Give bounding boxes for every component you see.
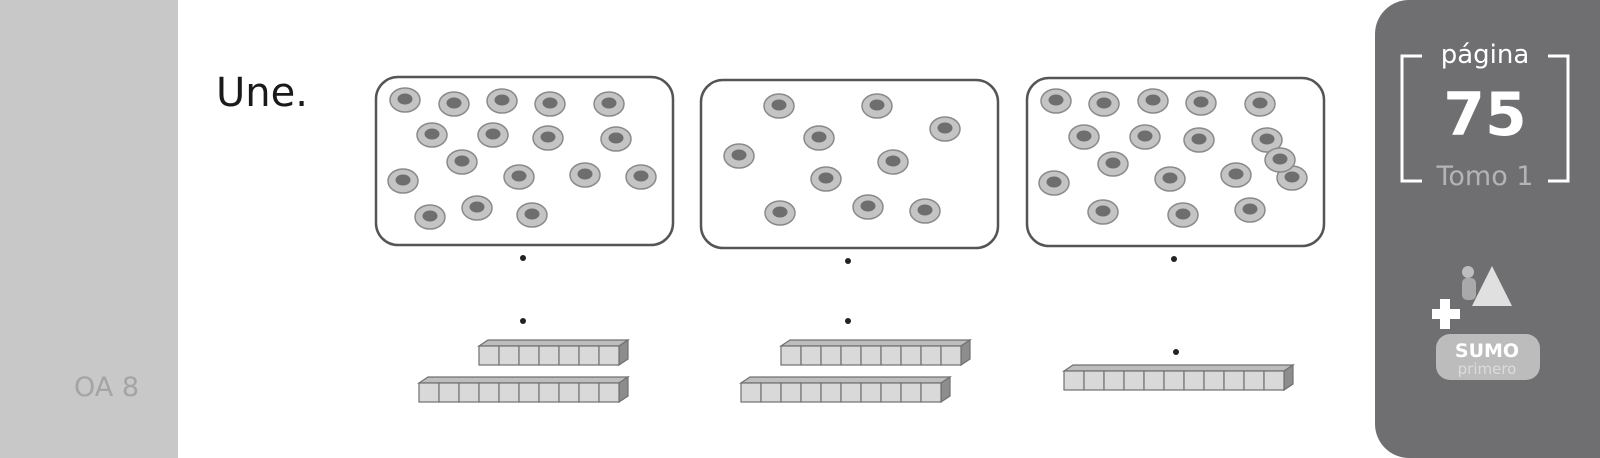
counter-disc-icon	[1088, 91, 1120, 117]
counter-disc-icon	[1183, 127, 1215, 153]
ten-rod-icon	[779, 338, 972, 367]
counter-disc-icon	[486, 88, 518, 114]
match-dot	[520, 255, 526, 261]
counter-disc-icon	[503, 164, 535, 190]
counter-disc-icon	[1097, 151, 1129, 177]
counter-disc-icon	[1167, 202, 1199, 228]
sumo-primero-logo: SUMO primero	[1432, 262, 1542, 390]
match-dot	[845, 258, 851, 264]
counter-disc-icon	[1040, 88, 1072, 114]
counter-disc-icon	[625, 164, 657, 190]
counter-disc-icon	[861, 93, 893, 119]
match-dot	[520, 318, 526, 324]
match-dot	[1173, 349, 1179, 355]
counter-group-box	[374, 75, 675, 247]
counter-disc-icon	[852, 194, 884, 220]
logo-text-sumo: SUMO	[1454, 340, 1520, 362]
counter-disc-icon	[600, 126, 632, 152]
ten-rod-icon	[739, 375, 952, 404]
counter-disc-icon	[723, 143, 755, 169]
counter-disc-icon	[593, 91, 625, 117]
counter-disc-icon	[1154, 166, 1186, 192]
counter-disc-icon	[1068, 124, 1100, 150]
counter-disc-icon	[764, 200, 796, 226]
objective-code: OA 8	[74, 372, 140, 403]
match-dot	[1171, 256, 1177, 262]
counter-disc-icon	[810, 166, 842, 192]
counter-disc-icon	[1087, 199, 1119, 225]
counter-disc-icon	[477, 122, 509, 148]
counter-disc-icon	[569, 162, 601, 188]
counter-disc-icon	[532, 125, 564, 151]
right-panel	[1375, 0, 1600, 458]
counter-disc-icon	[1137, 88, 1169, 114]
page-label: página	[1440, 40, 1530, 70]
counter-disc-icon	[1251, 127, 1283, 153]
page-badge: página 75 Tomo 1	[1400, 40, 1570, 192]
match-dot	[845, 318, 851, 324]
counter-disc-icon	[1185, 90, 1217, 116]
counter-disc-icon	[1234, 197, 1266, 223]
counter-disc-icon	[387, 168, 419, 194]
counter-disc-icon	[516, 202, 548, 228]
page-number: 75	[1443, 80, 1527, 150]
counter-disc-icon	[763, 93, 795, 119]
counter-disc-icon	[438, 91, 470, 117]
counter-disc-icon	[534, 91, 566, 117]
left-margin	[0, 0, 178, 458]
counter-disc-icon	[909, 198, 941, 224]
counter-disc-icon	[1264, 147, 1296, 173]
counter-disc-icon	[1244, 91, 1276, 117]
ten-rod-icon	[1062, 363, 1295, 392]
counter-disc-icon	[877, 149, 909, 175]
counter-disc-icon	[414, 204, 446, 230]
page-bracket-icon	[1400, 54, 1570, 183]
counter-disc-icon	[416, 122, 448, 148]
counter-disc-icon	[1220, 162, 1252, 188]
ten-rod-icon	[477, 338, 630, 367]
counter-disc-icon	[1129, 124, 1161, 150]
volume-label: Tomo 1	[1436, 161, 1534, 192]
counter-disc-icon	[803, 125, 835, 151]
counter-disc-icon	[461, 195, 493, 221]
ten-rod-icon	[417, 375, 630, 404]
instruction-text: Une.	[216, 70, 308, 116]
matching-exercise	[374, 75, 1326, 404]
counter-disc-icon	[929, 116, 961, 142]
counter-disc-icon	[1038, 170, 1070, 196]
logo-text-primero: primero	[1457, 360, 1517, 378]
counter-disc-icon	[389, 87, 421, 113]
logo-mascot-icon	[1432, 266, 1540, 380]
counter-disc-icon	[446, 149, 478, 175]
